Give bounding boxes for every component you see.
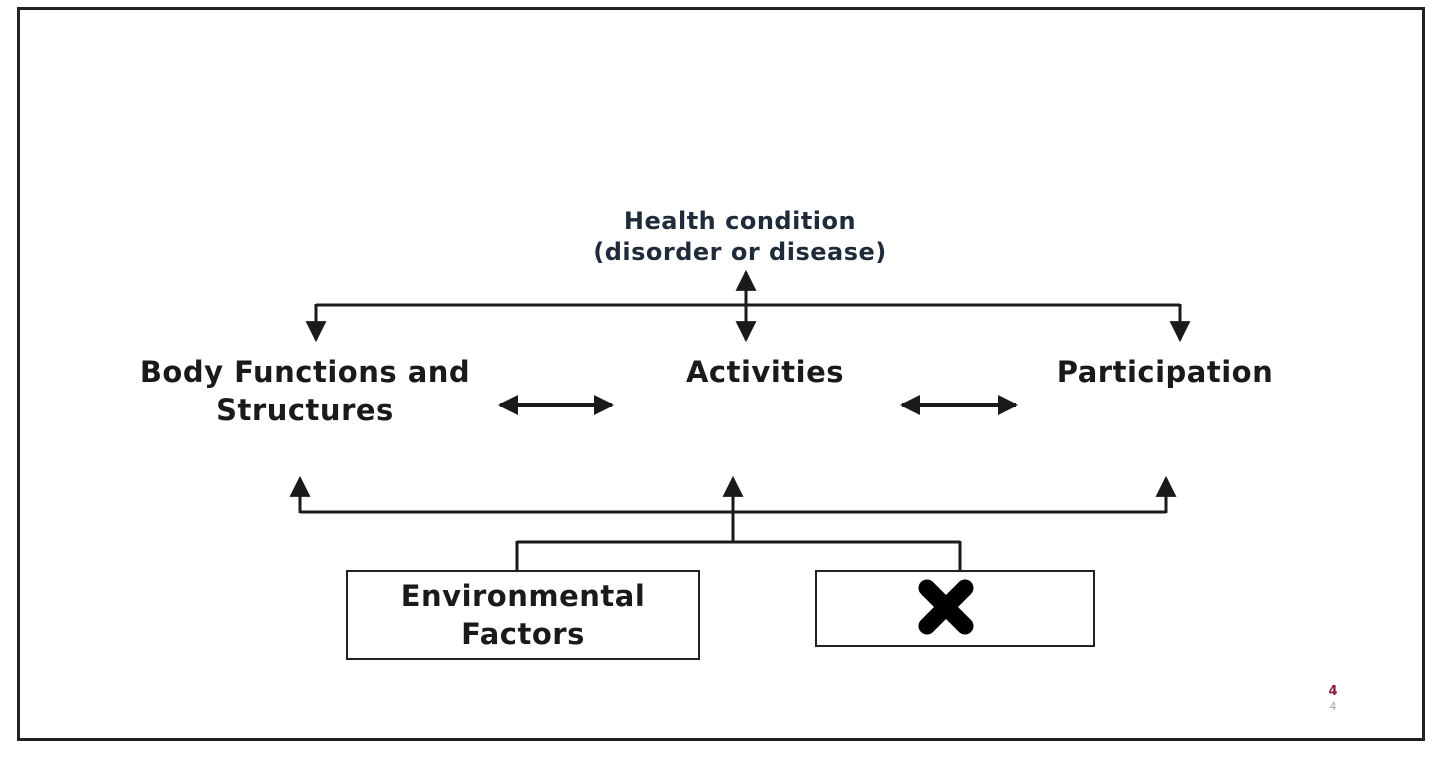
page-number-shadow: 4 [1329, 699, 1337, 713]
body-functions-label: Body Functions and Structures [100, 354, 510, 429]
environmental-factors-box: Environmental Factors [346, 570, 700, 660]
health-condition-line2: (disorder or disease) [593, 238, 887, 267]
health-condition-label: Health condition (disorder or disease) [560, 206, 920, 268]
activities-label: Activities [685, 355, 844, 389]
participation-label: Participation [1056, 355, 1274, 389]
health-condition-line1: Health condition [623, 207, 857, 235]
personal-factors-box [815, 570, 1095, 647]
environmental-factors-line1: Environmental [400, 579, 646, 613]
page-number-main: 4 [1328, 684, 1338, 699]
body-functions-line1: Body Functions and [139, 355, 471, 389]
environmental-factors-label: Environmental Factors [348, 578, 698, 653]
body-functions-line2: Structures [216, 392, 394, 427]
cross-mark-icon [918, 579, 974, 635]
page-number: 4 4 [1318, 684, 1348, 713]
environmental-factors-line2: Factors [461, 616, 585, 651]
slide-frame [17, 7, 1425, 741]
